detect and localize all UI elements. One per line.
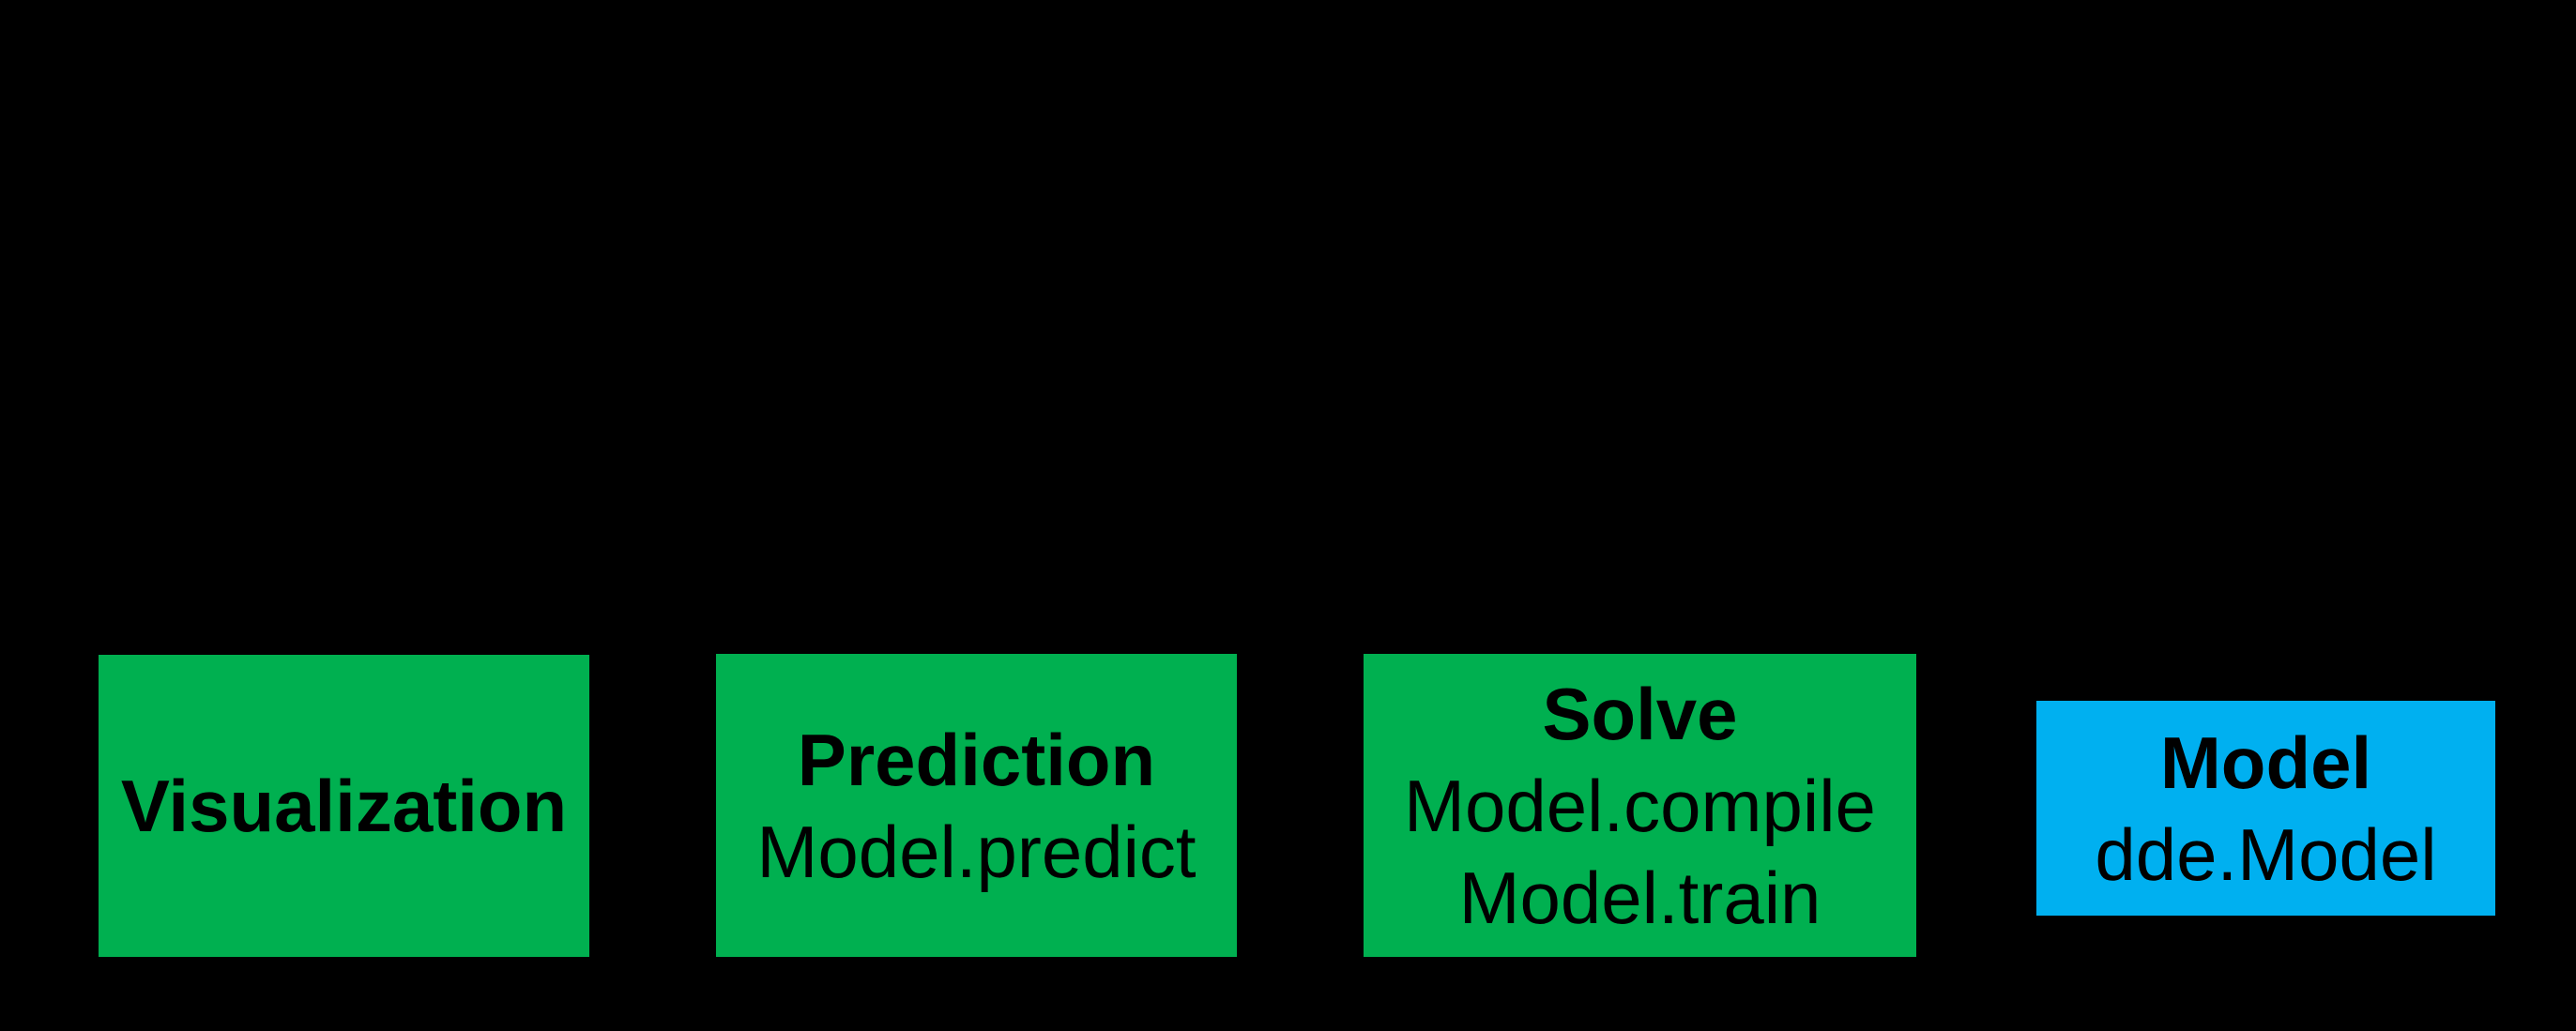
box-visualization: Visualization <box>99 655 589 957</box>
box-solve: Solve Model.compile Model.train <box>1364 654 1916 957</box>
box-model-title: Model <box>2159 720 2372 804</box>
box-prediction-line: Model.predict <box>756 810 1197 893</box>
box-solve-line-compile: Model.compile <box>1404 764 1876 847</box>
box-solve-title: Solve <box>1542 672 1738 755</box>
box-model-line: dde.Model <box>2095 812 2437 896</box>
box-prediction-title: Prediction <box>797 718 1156 801</box>
box-visualization-title: Visualization <box>120 765 568 847</box>
box-solve-line-train: Model.train <box>1458 856 1821 939</box>
box-model: Model dde.Model <box>2036 701 2495 916</box>
box-prediction: Prediction Model.predict <box>716 654 1237 957</box>
